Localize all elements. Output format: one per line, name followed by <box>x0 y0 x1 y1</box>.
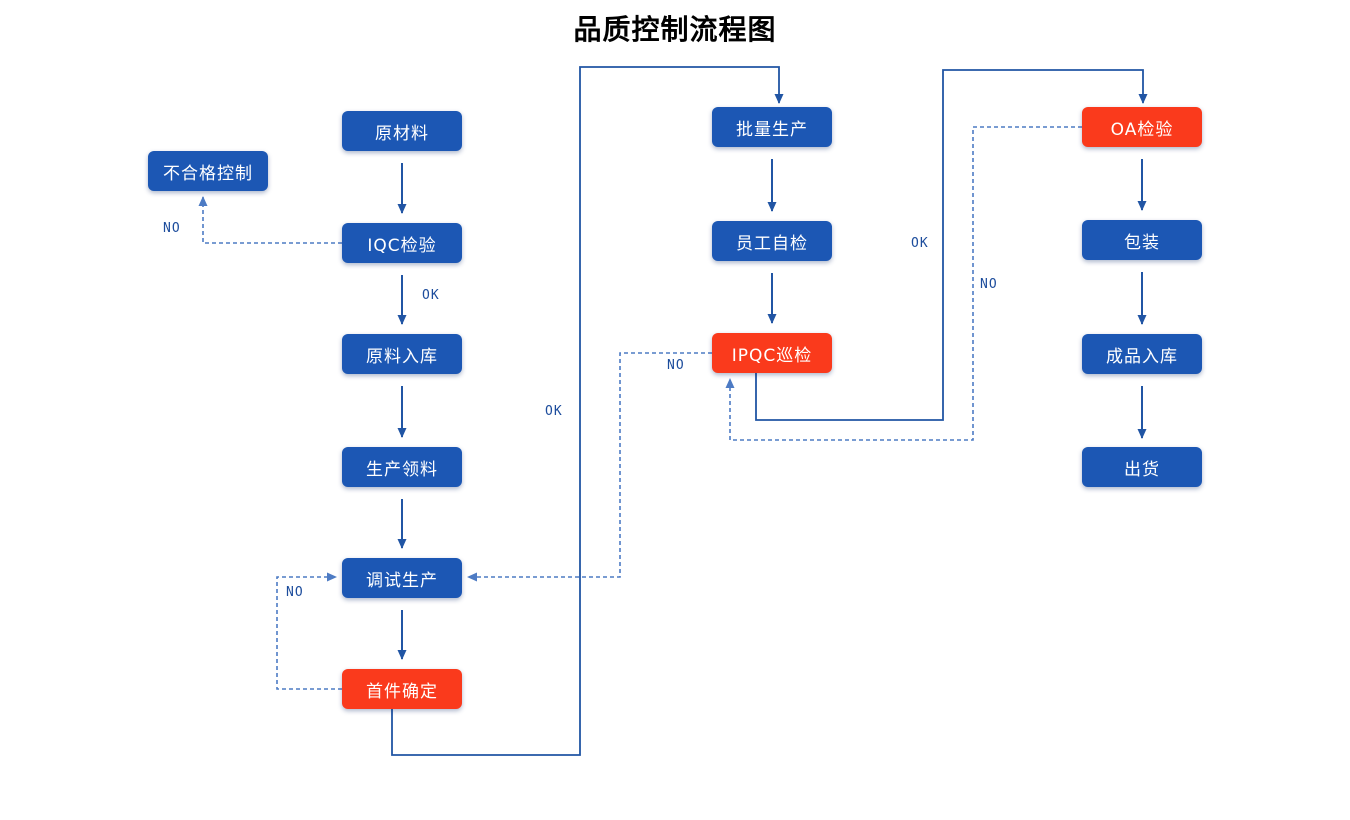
route-ipqc-ok-to-oa <box>755 69 1148 421</box>
edge-label-first-piece-ok: OK <box>545 404 563 419</box>
node-first-piece-confirm: 首件确定 <box>342 669 462 709</box>
node-shipment: 出货 <box>1082 447 1202 487</box>
diagram-title: 品质控制流程图 <box>573 13 777 46</box>
node-debug-production: 调试生产 <box>342 558 462 598</box>
route-first-piece-no-to-debug <box>276 572 342 690</box>
node-ipqc-inspection: IPQC巡检 <box>712 333 832 373</box>
node-finished-goods-warehouse: 成品入库 <box>1082 334 1202 374</box>
node-production-picking: 生产领料 <box>342 447 462 487</box>
route-ipqc-no-to-debug <box>467 352 712 582</box>
edge-label-iqc-ok: OK <box>422 288 440 303</box>
route-first-piece-ok-to-mass-production <box>391 66 784 756</box>
edge-label-iqc-no: NO <box>163 221 181 236</box>
route-iqc-no-to-nonconforming <box>198 196 342 244</box>
edge-label-ipqc-ok: OK <box>911 236 929 251</box>
edge-label-oa-no: NO <box>980 277 998 292</box>
node-employee-self-inspection: 员工自检 <box>712 221 832 261</box>
node-mass-production: 批量生产 <box>712 107 832 147</box>
edge-label-first-piece-no: NO <box>286 585 304 600</box>
node-oa-inspection: OA检验 <box>1082 107 1202 147</box>
node-raw-warehouse: 原料入库 <box>342 334 462 374</box>
node-raw-material: 原材料 <box>342 111 462 151</box>
node-iqc-inspection: IQC检验 <box>342 223 462 263</box>
edge-label-ipqc-no: NO <box>667 358 685 373</box>
route-oa-no-to-ipqc <box>725 126 1082 441</box>
node-packaging: 包装 <box>1082 220 1202 260</box>
node-nonconforming-control: 不合格控制 <box>148 151 268 191</box>
